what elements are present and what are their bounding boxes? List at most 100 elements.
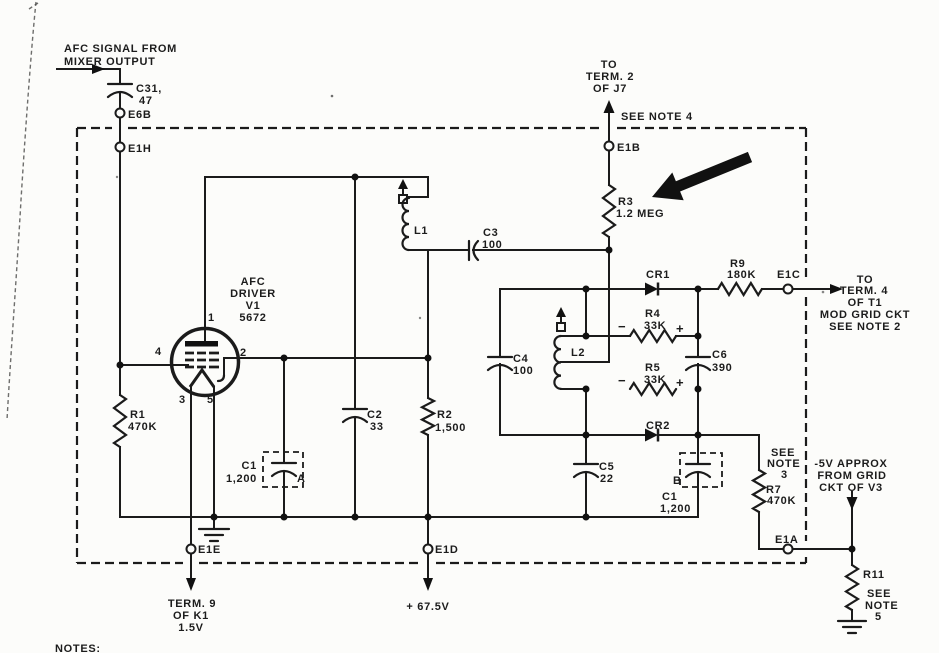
j7-line1: TO	[601, 59, 617, 71]
l2-slug-arrow	[556, 307, 566, 317]
flow-arrows	[92, 64, 858, 591]
e1e-arrowhead	[186, 578, 196, 591]
r4-value-label: 33K	[644, 320, 666, 332]
c6-ref-label: C6	[712, 349, 727, 361]
callout-arrow-r3	[652, 151, 753, 201]
note4-label: SEE NOTE 4	[621, 111, 693, 123]
l2-ref-label: L2	[571, 347, 585, 359]
inset-b-label: B	[673, 475, 682, 487]
v3-line2: FROM GRID	[817, 470, 886, 482]
note3-line2: NOTE	[767, 458, 800, 470]
cr2-label: CR2	[646, 420, 670, 432]
r4-ref-label: R4	[645, 308, 661, 320]
tube-name-label: AFC	[241, 276, 266, 288]
k1-line2: OF K1	[173, 610, 209, 622]
r2-ref-label: R2	[437, 409, 452, 421]
capacitor-c5	[572, 462, 600, 479]
input-arrowhead	[92, 64, 105, 74]
tube-grid	[185, 351, 219, 369]
c1a-value-label: 1,200	[226, 473, 257, 485]
note3-line3: 3	[781, 469, 788, 481]
capacitor-c6	[684, 355, 712, 372]
inset-a-label: A	[297, 473, 306, 485]
input-label-line2: MIXER OUTPUT	[64, 56, 156, 68]
cr1-triangle	[645, 282, 658, 296]
terminal-e1h	[114, 141, 126, 153]
terminal-e1a	[782, 543, 794, 555]
l1-slug-arrow	[398, 179, 408, 189]
r3-ref-label: R3	[618, 196, 633, 208]
to-t1-arrowhead	[830, 284, 843, 294]
page-edge-artifact	[6, 1, 37, 421]
terminal-e1e	[185, 543, 197, 555]
speck	[330, 94, 334, 98]
r4-plus-label: +	[676, 321, 684, 336]
e1d-arrowhead	[423, 578, 433, 591]
scan-artifacts	[6, 1, 825, 421]
e1c-label: E1C	[777, 269, 801, 281]
c1b-value-label: 1,200	[660, 503, 691, 515]
resistors	[112, 183, 861, 612]
terminal-points	[114, 107, 794, 555]
inset-box-a	[262, 451, 304, 488]
l1-ref-label: L1	[414, 225, 428, 237]
ground-r11	[836, 619, 868, 635]
grid-hook	[216, 373, 226, 383]
inset-box-b	[679, 452, 723, 488]
terminal-e6b	[114, 107, 126, 119]
terminal-e1d	[422, 543, 434, 555]
e1e-label: E1E	[198, 544, 221, 556]
r3-value-label: 1.2 MEG	[616, 208, 664, 220]
capacitors	[106, 82, 712, 479]
capacitor-c3	[467, 239, 480, 262]
to-j7-arrowhead	[603, 100, 615, 113]
capacitor-c1a	[270, 461, 298, 478]
terminal-e1c	[782, 283, 794, 295]
t1-line1: TO	[857, 274, 873, 286]
notes-heading: NOTES:	[55, 643, 101, 653]
pin3-label: 3	[179, 394, 186, 406]
resistor-r4	[628, 327, 678, 345]
v3-arrowhead	[846, 497, 858, 510]
t1-line5: SEE NOTE 2	[829, 321, 901, 333]
resistor-r2	[419, 396, 437, 437]
r1-ref-label: R1	[130, 409, 145, 421]
r7-ref-label: R7	[766, 484, 781, 496]
inductor-l2	[553, 307, 566, 390]
resistor-r7	[750, 468, 768, 514]
capacitor-c4	[486, 355, 514, 372]
capacitor-c31	[106, 82, 134, 99]
c4-ref-label: C4	[513, 353, 529, 365]
e1b-label: E1B	[617, 142, 641, 154]
t1-line2: TERM. 4	[840, 285, 888, 297]
tube-designator-label: V1	[246, 300, 261, 312]
input-label-line1: AFC SIGNAL FROM	[64, 43, 177, 55]
note5-line2: NOTE	[865, 600, 898, 612]
note3-line1: SEE	[771, 447, 795, 459]
capacitor-c2	[341, 407, 369, 424]
pin5-label: 5	[207, 394, 214, 406]
k1-line3: 1.5V	[178, 622, 203, 634]
resistor-r9	[716, 280, 763, 298]
diode-cr1	[645, 282, 660, 296]
r5-value-label: 33K	[644, 374, 666, 386]
resistor-r11	[843, 563, 861, 612]
v3-line1: -5V APPROX	[814, 458, 887, 470]
ground-bars	[197, 527, 231, 543]
l2-coil	[553, 334, 563, 390]
tube-role-label: DRIVER	[230, 288, 276, 300]
cr1-label: CR1	[646, 269, 670, 281]
c3-value-label: 100	[482, 239, 502, 251]
c6-value-label: 390	[712, 362, 732, 374]
capacitor-c1b	[684, 462, 712, 479]
tube-part-label: 5672	[239, 312, 266, 324]
pin4-label: 4	[155, 346, 162, 358]
t1-line4: MOD GRID CKT	[820, 309, 910, 321]
diode-cr2	[645, 428, 660, 442]
c31-ref-label: C31,	[136, 83, 162, 95]
r4-minus-label: −	[618, 319, 626, 334]
r9-ref-label: R9	[730, 258, 745, 270]
speck	[418, 316, 422, 320]
dashed-enclosure	[75, 126, 808, 565]
